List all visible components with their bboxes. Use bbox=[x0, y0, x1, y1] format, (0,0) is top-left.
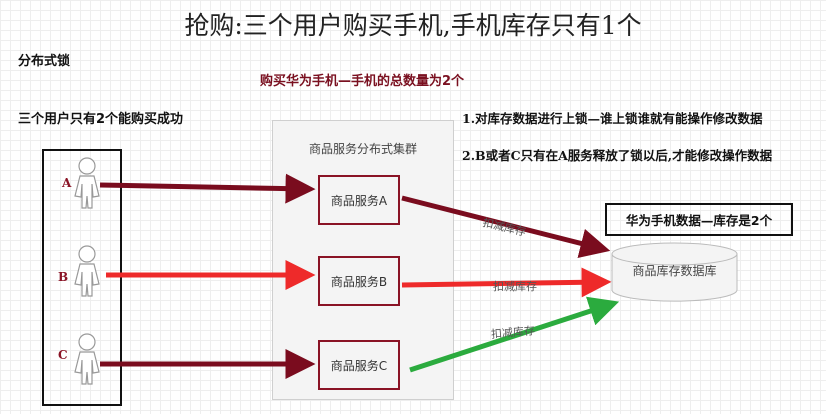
user-a-letter: A bbox=[62, 176, 72, 190]
user-c-letter: C bbox=[58, 348, 68, 362]
arrow-service-a-to-db bbox=[401, 195, 611, 259]
arrow-service-c-to-db bbox=[409, 296, 620, 373]
note-lock: 1.对库存数据进行上锁—谁上锁谁就有能操作修改数据 bbox=[462, 111, 763, 126]
user-a-figure bbox=[74, 157, 100, 209]
database-cylinder bbox=[611, 242, 738, 302]
page-title: 抢购:三个用户购买手机,手机库存只有1个 bbox=[184, 11, 642, 40]
arrow-user-a bbox=[99, 173, 316, 204]
info-box: 华为手机数据—库存是2个 bbox=[605, 203, 793, 236]
arrow-service-b-to-db bbox=[401, 267, 612, 298]
service-c: 商品服务C bbox=[318, 340, 400, 390]
cluster-title: 商品服务分布式集群 bbox=[308, 142, 417, 156]
user-b-figure bbox=[74, 245, 100, 297]
database-label: 商品库存数据库 bbox=[632, 264, 717, 278]
note-release: 2.B或者C只有在A服务释放了锁以后,才能修改操作数据 bbox=[462, 148, 773, 163]
subtitle: 购买华为手机—手机的总数量为2个 bbox=[260, 74, 465, 89]
service-b: 商品服务B bbox=[318, 256, 400, 306]
user-c-figure bbox=[74, 333, 100, 385]
service-a: 商品服务A bbox=[318, 175, 400, 225]
users-note: 三个用户只有2个能购买成功 bbox=[18, 112, 184, 127]
user-b-letter: B bbox=[58, 270, 69, 284]
section-label: 分布式锁 bbox=[18, 54, 71, 69]
op-label-b: 扣减库存 bbox=[493, 280, 537, 293]
